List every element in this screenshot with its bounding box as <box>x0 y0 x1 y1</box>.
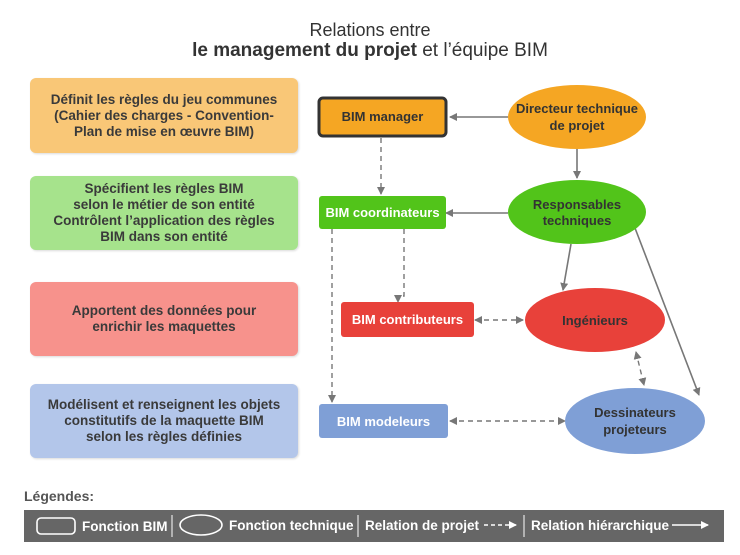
link-responsables-ingenieurs <box>560 243 572 291</box>
title-line-1: Relations entre <box>309 20 431 40</box>
node-bim-manager-label: BIM manager <box>342 109 424 124</box>
node-dessinateurs-line-2: projeteurs <box>603 422 667 437</box>
role-panel-bim-manager: Définit les règles du jeu communes(Cahie… <box>30 78 298 153</box>
node-directeur-line-1: Directeur technique <box>516 101 638 116</box>
role-panel-line: selon le métier de son entité <box>73 197 255 212</box>
node-responsables-techniques: Responsables techniques <box>508 180 646 244</box>
legend-box-icon <box>36 517 76 535</box>
node-responsables-line-2: techniques <box>543 213 612 228</box>
node-dessinateurs-line-1: Dessinateurs <box>594 405 676 420</box>
node-directeur-technique: Directeur technique de projet <box>508 85 646 149</box>
role-panel-line: (Cahier des charges - Convention- <box>54 107 274 123</box>
link-responsables-dessinateurs <box>634 227 701 396</box>
node-bim-contributeurs-label: BIM contributeurs <box>352 312 463 327</box>
node-ingenieurs: Ingénieurs <box>525 288 665 352</box>
legend-fonction-technique: Fonction technique <box>229 518 354 533</box>
title-rest: et l’équipe BIM <box>416 40 548 61</box>
node-bim-modeleurs: BIM modeleurs <box>319 404 448 438</box>
legend-relation-hierarchique: Relation hiérarchique <box>531 518 670 533</box>
node-bim-coordinateurs-label: BIM coordinateurs <box>325 205 439 220</box>
legend-title: Légendes: <box>24 488 95 504</box>
legend-ellipse-icon <box>179 514 223 536</box>
role-panel-line: enrichir les maquettes <box>92 319 236 334</box>
node-ingenieurs-label: Ingénieurs <box>562 313 628 328</box>
link-ingenieurs-dessinateurs <box>633 351 647 386</box>
role-panel-line: constitutifs de la maquette BIM <box>64 413 264 428</box>
role-panel-text: Définit les règles du jeu communes(Cahie… <box>51 92 278 140</box>
title-line-2: le management du projet et l’équipe BIM <box>0 40 740 62</box>
node-bim-modeleurs-label: BIM modeleurs <box>337 414 430 429</box>
node-directeur-line-2: de projet <box>550 118 606 133</box>
legend-bar: Fonction BIM Fonction technique Relation… <box>24 510 724 542</box>
node-bim-coordinateurs: BIM coordinateurs <box>319 196 446 229</box>
role-panel-line: Contrôlent l’application des règles <box>53 213 275 228</box>
role-panel-line: Définit les règles du jeu communes <box>50 91 278 107</box>
role-panel-line: selon les règles définies <box>85 429 243 444</box>
node-responsables-line-1: Responsables <box>533 197 621 212</box>
role-panel-line: Spécifient les règles BIM <box>84 181 244 196</box>
node-bim-contributeurs: BIM contributeurs <box>341 302 474 337</box>
role-panel-line: BIM dans son entité <box>100 229 228 244</box>
legend-relation-projet: Relation de projet <box>365 518 480 533</box>
role-panel-line: Modélisent et renseignent les objets <box>47 397 281 412</box>
legend-content: Fonction BIM Fonction technique Relation… <box>36 514 709 537</box>
link-coordinateurs-contributeurs <box>394 229 405 303</box>
role-panel-line: Plan de mise en œuvre BIM) <box>73 123 255 139</box>
node-bim-manager: BIM manager <box>317 96 448 138</box>
node-dessinateurs-projeteurs: Dessinateurs projeteurs <box>565 388 705 454</box>
legend-fonction-bim: Fonction BIM <box>82 519 167 534</box>
role-panel-line: Apportent des données pour <box>71 303 257 318</box>
title-bold: le management du projet <box>192 40 417 61</box>
